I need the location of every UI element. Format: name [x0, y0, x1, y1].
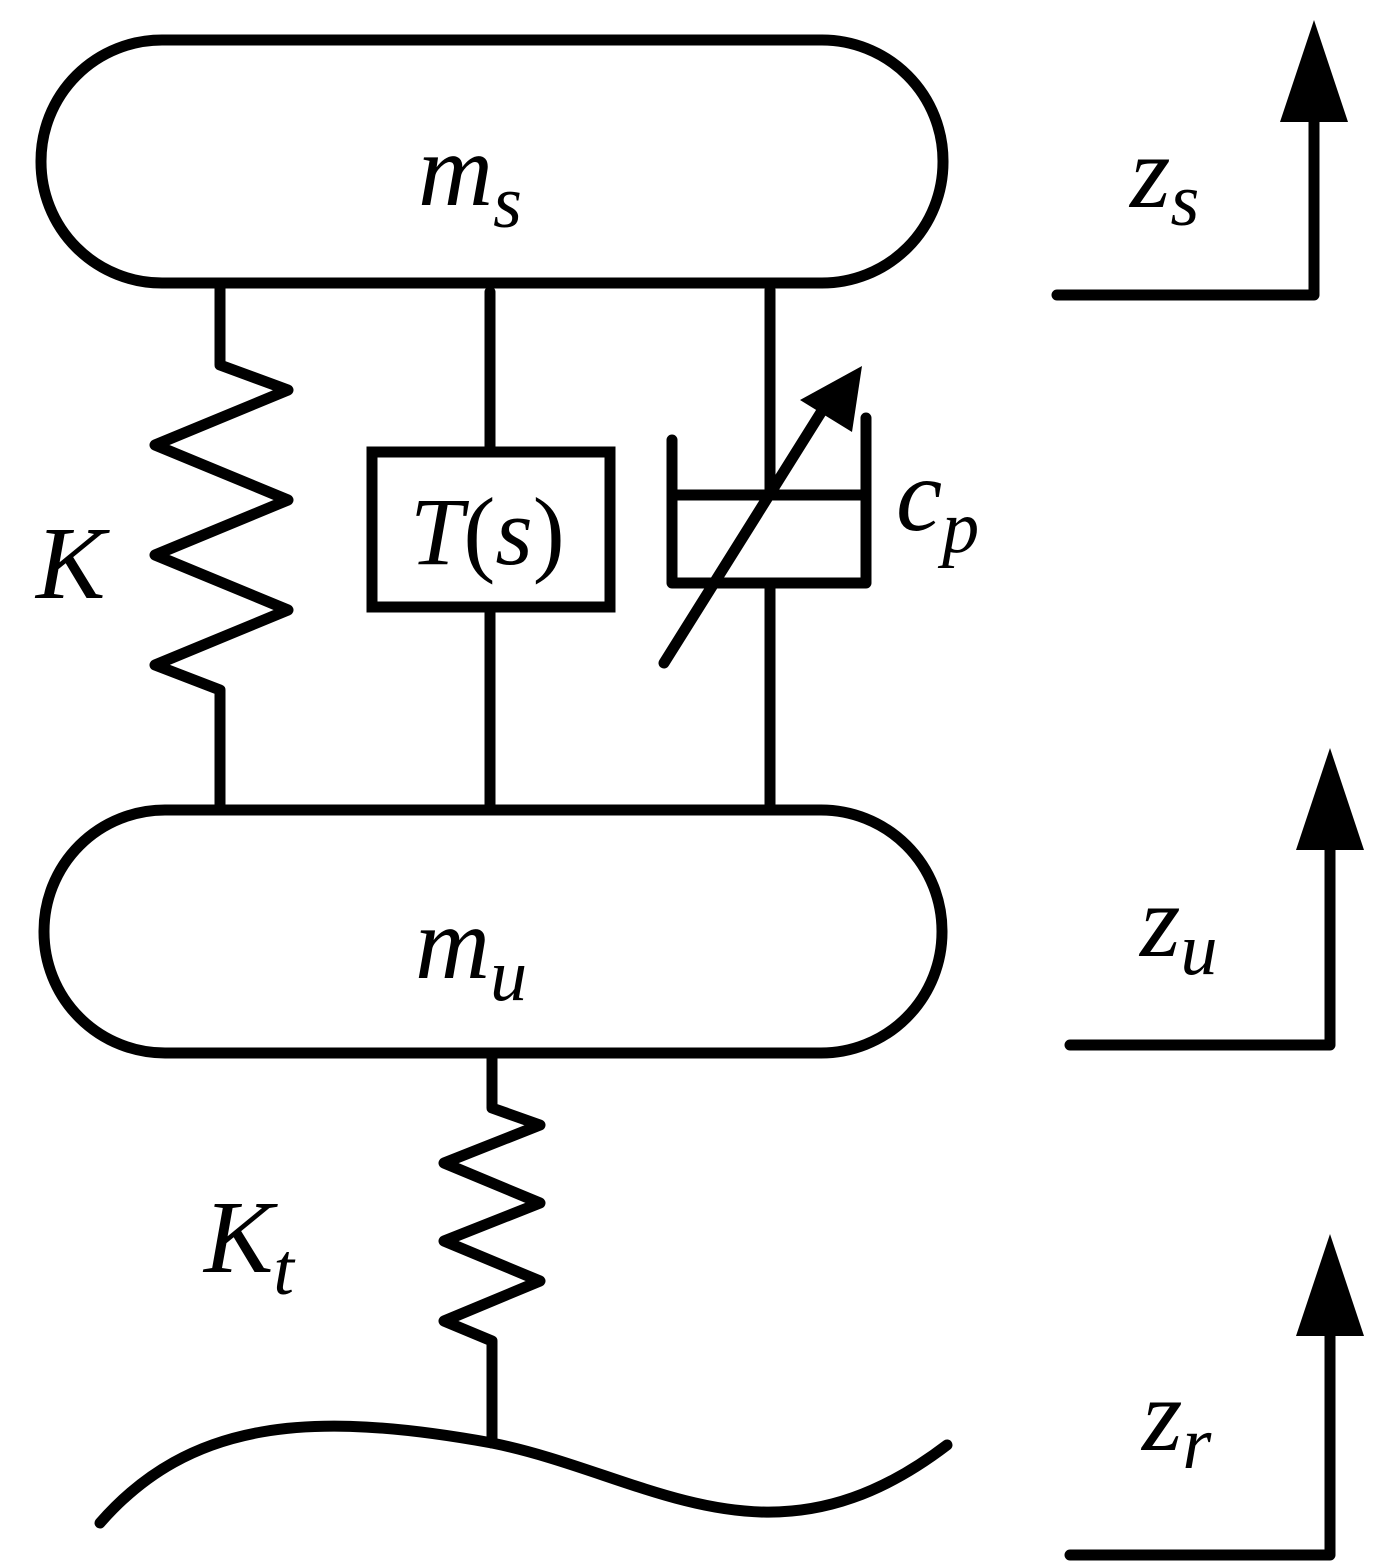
- zu-axis: [1064, 839, 1336, 1051]
- road-profile-curve: [94, 1420, 953, 1529]
- zs-arrowhead: [1280, 20, 1348, 122]
- zr-label: zr: [1140, 1358, 1212, 1485]
- zr-arrowhead: [1296, 1234, 1364, 1336]
- transfer-function-label: T(s): [410, 478, 565, 585]
- variable-damping-arrowhead: [800, 366, 862, 432]
- zr-axis: [1064, 1324, 1336, 1561]
- transfer-function-box: [366, 446, 616, 613]
- zu-label: zu: [1138, 864, 1217, 991]
- sprung-mass-label: ms: [418, 113, 522, 244]
- sprung-mass-block: [35, 34, 949, 289]
- tire-spring: [438, 1052, 546, 1449]
- zs-label: zs: [1128, 115, 1199, 242]
- unsprung-mass-label: mu: [415, 886, 527, 1017]
- zs-axis: [1051, 109, 1320, 301]
- variable-damping-arrow-shaft: [658, 392, 836, 669]
- zu-arrowhead: [1296, 748, 1364, 850]
- damper-label: cp: [896, 438, 979, 569]
- spring-k: [149, 282, 294, 811]
- spring-k-label: K: [34, 506, 110, 621]
- tire-stiffness-label: Kt: [202, 1180, 296, 1311]
